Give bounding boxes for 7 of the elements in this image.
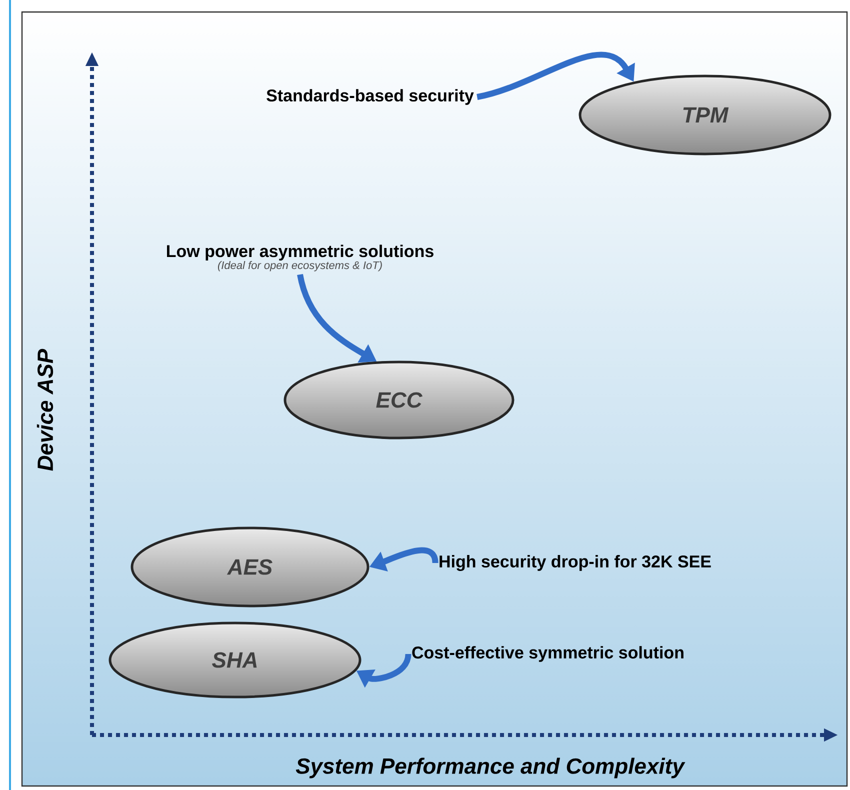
callout-text: High security drop-in for 32K SEE [440, 555, 711, 571]
callout-text: Standards-based security [266, 89, 474, 105]
callout-text: Cost-effective symmetric solution [412, 646, 684, 662]
axis-label: System Performance and Complexity [296, 758, 686, 778]
callout-text: Low power asymmetric solutions (Ideal for open ecosystems & IoT) [167, 244, 434, 272]
axis-label: Device ASP [36, 348, 54, 471]
curved-arrow [476, 52, 635, 100]
